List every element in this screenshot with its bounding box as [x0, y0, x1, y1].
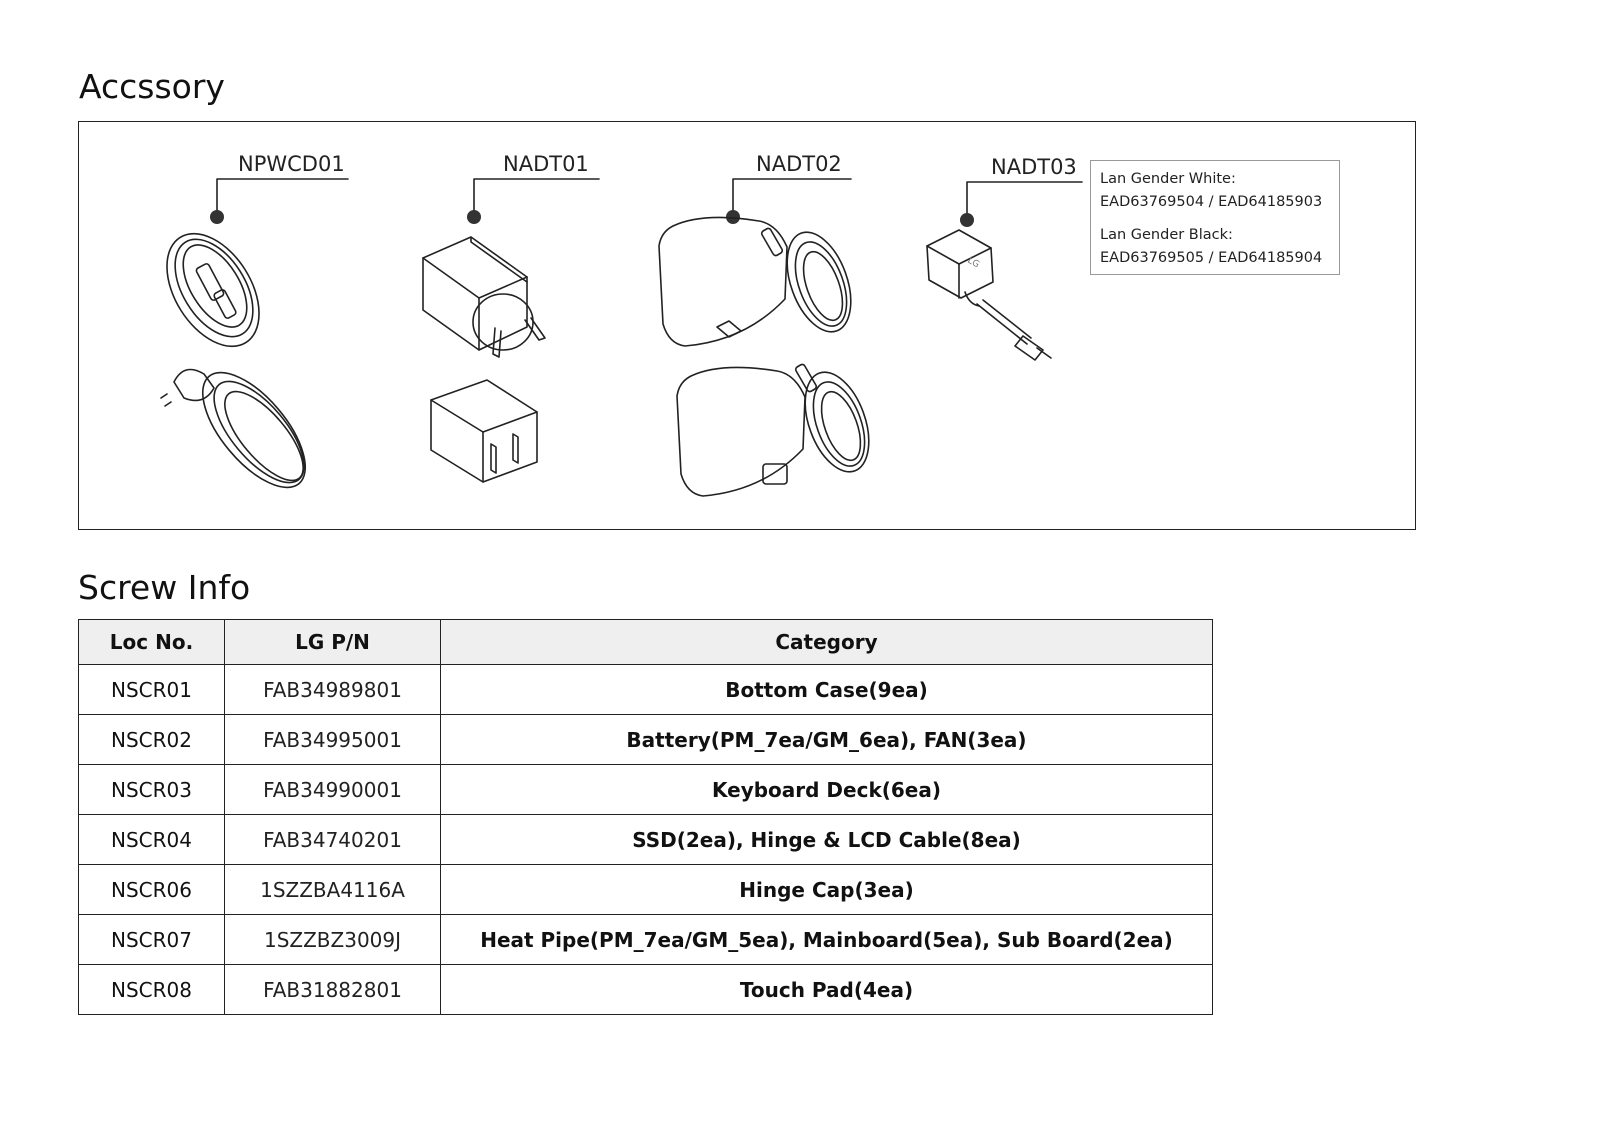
- header-loc-no: Loc No.: [78, 619, 225, 665]
- table-header-row: Loc No. LG P/N Category: [78, 619, 1213, 665]
- nadt01-leader: [467, 178, 600, 224]
- npwcd01-leader: [210, 178, 349, 224]
- eu-adapter-icon: [422, 236, 546, 358]
- power-cord-icon: [160, 368, 307, 489]
- lg-pn-cell: FAB31882801: [224, 964, 441, 1015]
- screw-info-table: Loc No. LG P/N Category NSCR01 FAB349898…: [78, 619, 1213, 1015]
- note-line-white-pn: EAD63769504 / EAD64185903: [1100, 194, 1323, 210]
- table-row: NSCR04 FAB34740201 SSD(2ea), Hinge & LCD…: [78, 814, 1213, 865]
- loc-no-cell: NSCR08: [78, 964, 225, 1015]
- note-line-black-label: Lan Gender Black:: [1100, 227, 1233, 243]
- nadt01-label: NADT01: [503, 152, 589, 176]
- table-row: NSCR07 1SZZBZ3009J Heat Pipe(PM_7ea/GM_5…: [78, 914, 1213, 965]
- accessory-section-title: Accssory: [79, 67, 225, 106]
- category-cell: SSD(2ea), Hinge & LCD Cable(8ea): [440, 814, 1213, 865]
- category-cell: Hinge Cap(3ea): [440, 864, 1213, 915]
- nadt02-label: NADT02: [756, 152, 842, 176]
- table-row: NSCR03 FAB34990001 Keyboard Deck(6ea): [78, 764, 1213, 815]
- lg-logo: LG: [966, 256, 981, 270]
- category-cell: Touch Pad(4ea): [440, 964, 1213, 1015]
- category-cell: Keyboard Deck(6ea): [440, 764, 1213, 815]
- loc-no-cell: NSCR07: [78, 914, 225, 965]
- loc-no-cell: NSCR04: [78, 814, 225, 865]
- loc-no-cell: NSCR06: [78, 864, 225, 915]
- note-line-white-label: Lan Gender White:: [1100, 171, 1236, 187]
- lg-pn-cell: FAB34995001: [224, 714, 441, 765]
- nadt02-leader: [726, 178, 852, 224]
- header-category: Category: [440, 619, 1213, 665]
- category-cell: Bottom Case(9ea): [440, 664, 1213, 715]
- lg-pn-cell: 1SZZBZ3009J: [224, 914, 441, 965]
- screw-info-title: Screw Info: [78, 568, 251, 607]
- table-row: NSCR01 FAB34989801 Bottom Case(9ea): [78, 664, 1213, 715]
- nadt03-leader: [960, 181, 1083, 227]
- table-row: NSCR06 1SZZBA4116A Hinge Cap(3ea): [78, 864, 1213, 915]
- laptop-adapter-cloverleaf-icon: [676, 363, 870, 497]
- category-cell: Battery(PM_7ea/GM_6ea), FAN(3ea): [440, 714, 1213, 765]
- table-row: NSCR08 FAB31882801 Touch Pad(4ea): [78, 964, 1213, 1015]
- accessory-illustrations: LG: [160, 178, 1083, 497]
- accessory-panel: LG NPWCD01 NADT01 NADT02 NADT03 Lan Gend…: [78, 121, 1416, 530]
- usb-cable-icon: [166, 232, 260, 348]
- loc-no-cell: NSCR02: [78, 714, 225, 765]
- category-cell: Heat Pipe(PM_7ea/GM_5ea), Mainboard(5ea)…: [440, 914, 1213, 965]
- us-adapter-icon: [430, 379, 538, 483]
- lg-pn-cell: FAB34989801: [224, 664, 441, 715]
- loc-no-cell: NSCR03: [78, 764, 225, 815]
- note-line-black-pn: EAD63769505 / EAD64185904: [1100, 250, 1323, 266]
- loc-no-cell: NSCR01: [78, 664, 225, 715]
- table-row: NSCR02 FAB34995001 Battery(PM_7ea/GM_6ea…: [78, 714, 1213, 765]
- lg-pn-cell: FAB34990001: [224, 764, 441, 815]
- npwcd01-label: NPWCD01: [238, 152, 345, 176]
- header-lg-pn: LG P/N: [224, 619, 441, 665]
- nadt03-label: NADT03: [991, 155, 1077, 179]
- lan-gender-note: Lan Gender White: EAD63769504 / EAD64185…: [1090, 160, 1340, 275]
- lg-pn-cell: FAB34740201: [224, 814, 441, 865]
- lg-pn-cell: 1SZZBA4116A: [224, 864, 441, 915]
- laptop-adapter-icon: [658, 216, 852, 347]
- lan-gender-icon: [926, 229, 1052, 361]
